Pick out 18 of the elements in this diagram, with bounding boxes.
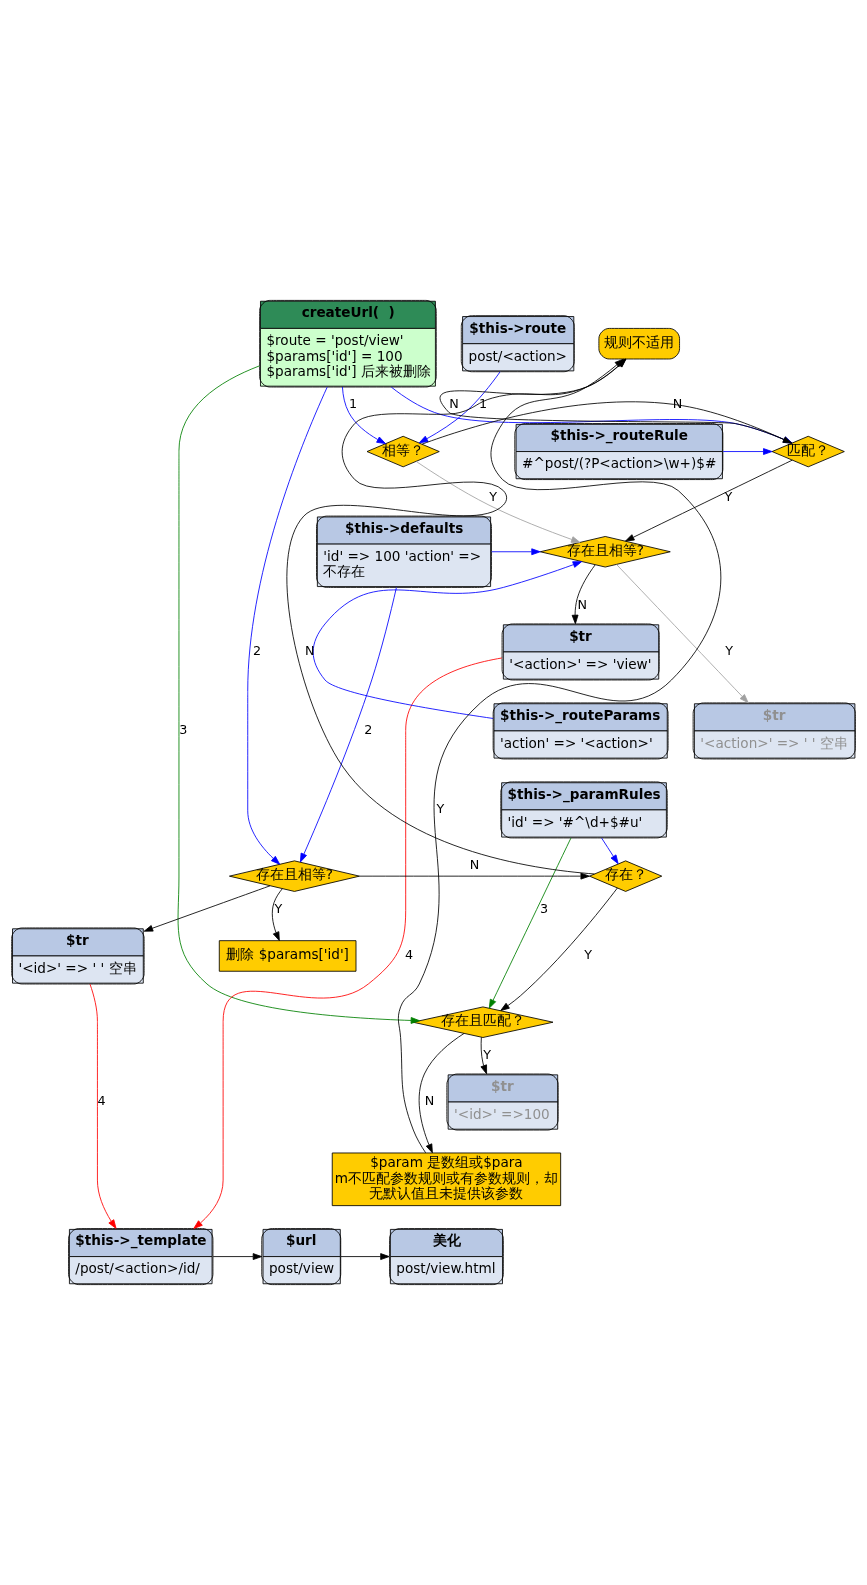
edge-label: N	[449, 396, 459, 412]
edge-label: N	[469, 857, 480, 873]
edge-label: Y	[724, 488, 733, 504]
edge-label: Y	[436, 800, 445, 816]
edge-label: 2	[364, 721, 373, 737]
edge-label: 3	[179, 721, 188, 737]
edge-label: 3	[540, 900, 549, 916]
edge-label: N	[424, 1093, 435, 1108]
edge-label: 1	[348, 396, 358, 412]
edge-label: Y	[274, 900, 283, 916]
edge-label: N	[577, 596, 588, 612]
edge-label: Y	[489, 488, 498, 504]
edge-label: 4	[405, 946, 414, 962]
edge-label: Y	[725, 642, 734, 658]
edge-label: Y	[483, 1046, 492, 1062]
edge-label: 2	[253, 642, 262, 658]
edge-label: 4	[97, 1093, 106, 1108]
edge-label: Y	[584, 946, 593, 962]
